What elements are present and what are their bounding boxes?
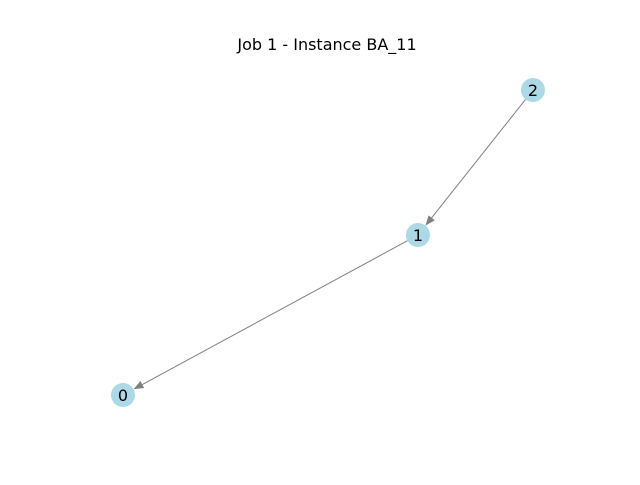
node-circle-1	[406, 223, 430, 247]
diagram-title: Job 1 - Instance BA_11	[236, 35, 416, 55]
node-label-2: 2	[528, 81, 538, 100]
edge-1-to-0	[133, 240, 408, 390]
node-1: 1	[406, 223, 430, 247]
nodes-layer: 0 1 2	[111, 78, 545, 407]
node-0: 0	[111, 383, 135, 407]
node-2: 2	[521, 78, 545, 102]
edge-2-to-1	[425, 99, 526, 226]
edges-layer	[133, 99, 526, 390]
node-label-1: 1	[413, 226, 423, 245]
node-circle-0	[111, 383, 135, 407]
node-circle-2	[521, 78, 545, 102]
node-label-0: 0	[118, 386, 128, 405]
